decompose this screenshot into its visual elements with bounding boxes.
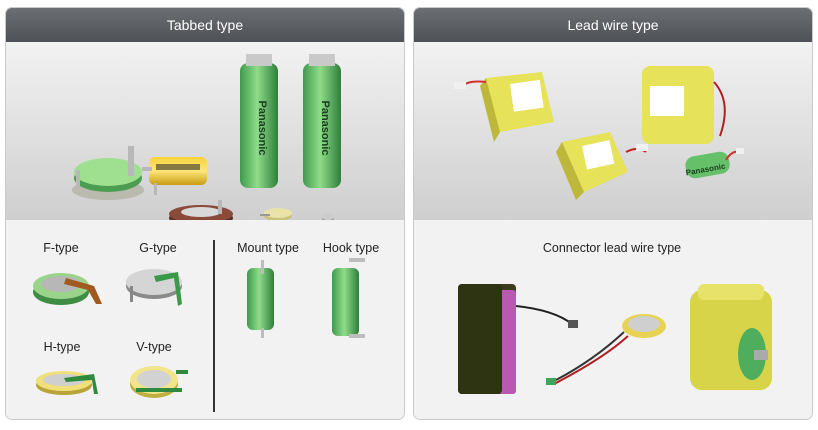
v-type-cell-icon (130, 366, 188, 398)
coin-cell-tiny (322, 214, 334, 220)
label-mount-type: Mount type (237, 241, 299, 255)
label-connector-lead-wire: Connector lead wire type (542, 241, 682, 255)
coin-with-lead-icon (546, 314, 666, 385)
coin-cell-green (72, 146, 144, 200)
long-battery-pack-icon (458, 284, 578, 394)
panel-title-tabbed: Tabbed type (166, 17, 244, 33)
lead-wire-photo: Panasonic (414, 42, 812, 220)
brand-label-cell-1: Panasonic (256, 100, 268, 155)
battery-pack-1 (454, 72, 554, 142)
yellow-cylinder-cell (142, 157, 207, 195)
h-type-cell-icon (36, 371, 98, 395)
connector-variants-illustration (458, 284, 772, 394)
box-battery-pack-icon (690, 284, 772, 390)
panel-header-lead-wire: Lead wire type (414, 8, 812, 42)
coin-cell-brown (169, 200, 233, 220)
panel-header-tabbed: Tabbed type (6, 8, 404, 42)
green-cell-with-lead: Panasonic (685, 148, 744, 179)
label-v-type: V-type (136, 340, 172, 354)
panel-tabbed-type: Tabbed type (5, 7, 405, 420)
battery-pack-3 (556, 132, 648, 200)
tabbed-type-photo: Panasonic Panasonic (6, 42, 404, 220)
tall-green-cell-2: Panasonic (303, 54, 341, 188)
brand-label-cell-2: Panasonic (319, 100, 331, 155)
hook-type-cell-icon (332, 258, 365, 338)
tabbed-variants-illustration (33, 258, 365, 398)
label-hook-type: Hook type (322, 241, 380, 255)
panel-title-lead-wire: Lead wire type (567, 17, 659, 33)
lead-wire-photo-illustration: Panasonic (454, 66, 744, 200)
tall-green-cell-1: Panasonic (240, 54, 278, 188)
tabbed-photo-illustration: Panasonic Panasonic (72, 54, 341, 220)
battery-pack-2 (642, 66, 726, 144)
label-f-type: F-type (43, 241, 79, 255)
panel-lead-wire-type: Lead wire type (413, 7, 813, 420)
mount-type-cell-icon (247, 260, 274, 338)
g-type-cell-icon (126, 269, 182, 306)
label-h-type: H-type (43, 340, 81, 354)
connector-lead-wire-variants: Connector lead wire type (414, 220, 812, 419)
coin-cell-small (260, 208, 292, 220)
tabbed-type-variants: F-type G-type H-type V-type Mount type H… (6, 220, 404, 419)
f-type-cell-icon (33, 273, 102, 305)
label-g-type: G-type (139, 241, 177, 255)
variants-divider (213, 240, 215, 412)
